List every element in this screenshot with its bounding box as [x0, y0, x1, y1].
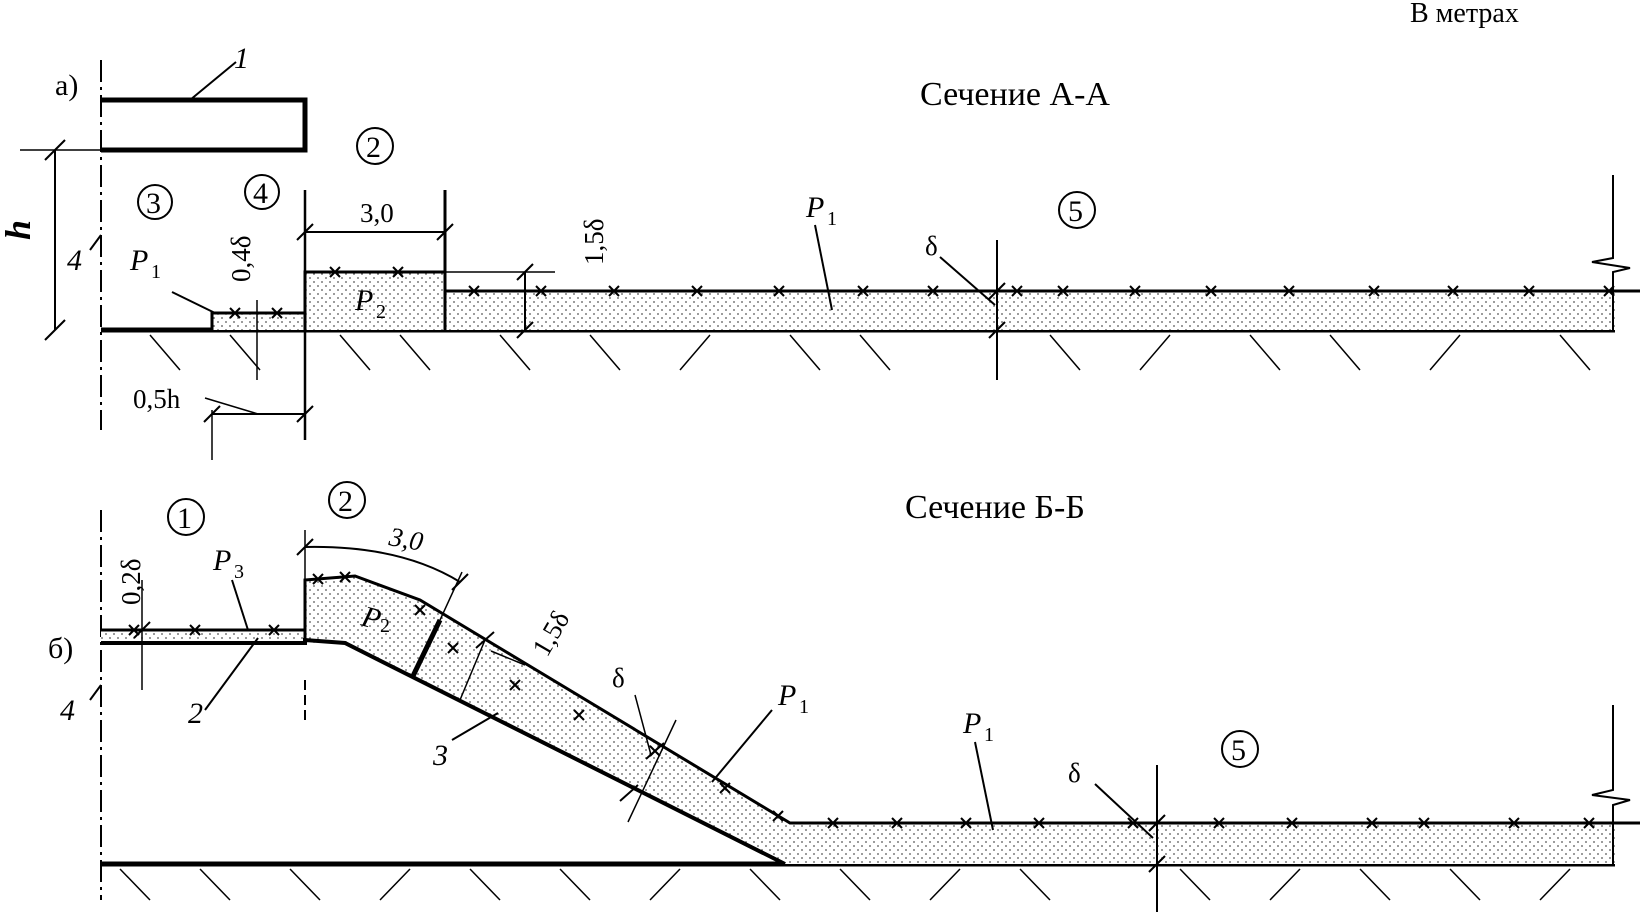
- dim-1-5d-label-a: 1,5δ: [579, 219, 609, 265]
- section-a-title: Сечение А-А: [920, 76, 1110, 113]
- zone-2-circle-b: [328, 481, 366, 519]
- dim-3-0-label-b: 3,0: [386, 521, 426, 557]
- label-p2-b: P 2: [357, 600, 390, 637]
- zone-2-label-b: 2: [338, 485, 353, 518]
- label-p1-slope: P 1: [777, 679, 809, 718]
- snow-zone-1: [101, 630, 305, 640]
- svg-text:1: 1: [827, 208, 837, 230]
- zone-5-circle-a: [1058, 191, 1096, 229]
- zone-5-label-a: 5: [1068, 195, 1083, 228]
- ground-hatch-b: [119, 868, 1571, 901]
- units-note: В метрах: [1410, 0, 1519, 29]
- zone-2-label-a: 2: [366, 131, 381, 164]
- callout-2-b: 2: [188, 697, 203, 730]
- zone-2-circle-a: [356, 127, 394, 165]
- svg-text:1: 1: [151, 261, 161, 283]
- zone-4-outline: [210, 311, 305, 330]
- dim-0-4d-label: 0,4δ: [226, 236, 256, 282]
- svg-text:P: P: [962, 707, 981, 740]
- section-b-title: Сечение Б-Б: [905, 489, 1085, 526]
- leader-1: [189, 61, 237, 101]
- snow-zone-4: [212, 313, 304, 330]
- dim-3-0-label-a: 3,0: [360, 198, 394, 228]
- dim-3-0-arc-b: [304, 545, 461, 583]
- snow-slope-body: [305, 576, 1615, 864]
- svg-text:1: 1: [984, 724, 994, 746]
- svg-text:P: P: [777, 679, 796, 712]
- roof-parapet-element: [101, 97, 308, 153]
- zone-3-label: 3: [146, 187, 161, 220]
- dim-delta-line-slope: [627, 719, 677, 823]
- label-p1-flat: P 1: [962, 707, 994, 746]
- svg-text:P: P: [129, 244, 148, 277]
- label-p1-left: P 1: [129, 244, 161, 283]
- svg-text:P: P: [212, 544, 231, 577]
- break-line-b: [1591, 705, 1631, 864]
- snow-surface-b: [303, 574, 1640, 825]
- zone-1-circle: [167, 498, 205, 536]
- label-p3: P 3: [212, 544, 244, 583]
- dim-0-2d-label: 0,2δ: [116, 559, 146, 605]
- zone-5-label-b: 5: [1231, 734, 1246, 767]
- zone-4-circle: [244, 174, 280, 210]
- dim-1-5d-label-b: 1,5δ: [526, 606, 575, 661]
- zone-5-circle-b: [1221, 730, 1259, 768]
- svg-text:P: P: [805, 191, 824, 224]
- label-p1-right-a: P 1: [805, 191, 837, 230]
- zone-1-label: 1: [177, 502, 192, 535]
- svg-text:1: 1: [799, 696, 809, 718]
- dim-delta-label-a: δ: [925, 231, 938, 261]
- snow-layer-p1: [445, 291, 1615, 330]
- part-a-marker: а): [55, 69, 78, 102]
- dim-delta-label-slope: δ: [612, 663, 625, 693]
- axis-callout-4-b: 4: [60, 694, 75, 727]
- svg-text:2: 2: [376, 301, 386, 323]
- dim-h-label: h: [0, 220, 38, 240]
- svg-text:3: 3: [234, 561, 244, 583]
- dim-0-5h-label: 0,5h: [133, 384, 181, 414]
- zone-4-label: 4: [253, 177, 268, 210]
- svg-text:P: P: [354, 284, 373, 317]
- axis-callout-4-a: 4: [67, 244, 82, 277]
- section-a: а) Сечение А-А 1: [0, 42, 1640, 460]
- ground-hatch-a: [149, 334, 1591, 371]
- zone-3-circle: [137, 184, 173, 220]
- part-b-marker: б): [48, 632, 73, 665]
- bag-divider-b: [410, 618, 443, 678]
- break-line-a: [1591, 175, 1631, 330]
- callout-1: 1: [234, 42, 249, 75]
- snow-bag-p2: [305, 272, 445, 330]
- callout-3-b: 3: [432, 739, 448, 772]
- section-b: б) Сечение Б-Б: [48, 481, 1640, 912]
- dim-delta-label-b: δ: [1068, 758, 1081, 788]
- svg-text:2: 2: [380, 615, 390, 637]
- label-p2-a: P 2: [354, 284, 386, 323]
